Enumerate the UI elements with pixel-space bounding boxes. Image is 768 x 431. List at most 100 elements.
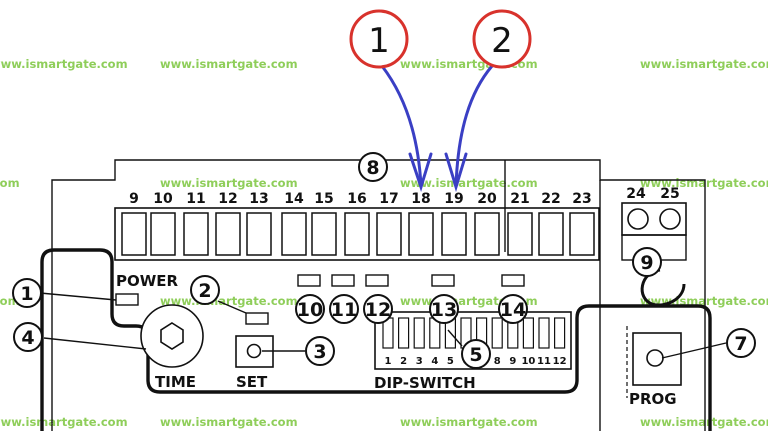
terminal-label-11: 11 bbox=[186, 191, 205, 207]
terminal-slot-23 bbox=[569, 212, 595, 256]
led-12 bbox=[365, 274, 389, 287]
arrowhead-18 bbox=[408, 152, 433, 192]
terminal-slot-9 bbox=[121, 212, 147, 256]
dip-switch-12 bbox=[553, 317, 566, 349]
terminal-label-9: 9 bbox=[129, 191, 139, 207]
terminal-label-12: 12 bbox=[218, 191, 237, 207]
dip-switch-11 bbox=[538, 317, 550, 349]
terminal-slot-12 bbox=[215, 212, 241, 256]
terminal-label-20: 20 bbox=[477, 191, 497, 207]
set-led bbox=[245, 312, 269, 325]
dip-number-12: 12 bbox=[553, 356, 567, 367]
dip-number-1: 1 bbox=[385, 356, 392, 367]
terminal-label-15: 15 bbox=[314, 191, 333, 207]
callout-10: 10 bbox=[295, 294, 325, 324]
dip-switch-10 bbox=[522, 317, 535, 349]
terminal-label-22: 22 bbox=[541, 191, 560, 207]
callout-12: 12 bbox=[363, 294, 393, 324]
svg-text:11: 11 bbox=[331, 299, 357, 321]
callout-3: 3 bbox=[305, 336, 335, 366]
svg-text:8: 8 bbox=[366, 157, 379, 179]
terminal-label-10: 10 bbox=[153, 191, 173, 207]
terminal-label-21: 21 bbox=[510, 191, 529, 207]
terminal-label-18: 18 bbox=[411, 191, 430, 207]
led-13 bbox=[431, 274, 455, 287]
dip-switch-label: DIP-SWITCH bbox=[374, 374, 476, 392]
dip-number-2: 2 bbox=[400, 356, 407, 367]
svg-text:2: 2 bbox=[491, 21, 513, 61]
svg-text:3: 3 bbox=[313, 341, 326, 363]
callout-8: 8 bbox=[358, 152, 388, 182]
dip-number-11: 11 bbox=[537, 356, 551, 367]
terminal-strip bbox=[114, 207, 600, 261]
watermark: www.ismartgate.com bbox=[0, 415, 128, 429]
dip-number-9: 9 bbox=[509, 356, 516, 367]
arrowhead-19 bbox=[444, 152, 468, 193]
svg-text:5: 5 bbox=[469, 344, 482, 366]
watermark: www.ismartgate.com bbox=[0, 176, 20, 190]
callout-9: 9 bbox=[632, 247, 662, 277]
led-10 bbox=[297, 274, 321, 287]
marker-1: 1 bbox=[349, 9, 409, 69]
callout-1: 1 bbox=[12, 278, 42, 308]
terminal-slot-19 bbox=[441, 212, 467, 256]
prog-button bbox=[626, 326, 682, 398]
terminal-label-14: 14 bbox=[284, 191, 304, 207]
leds bbox=[115, 274, 525, 325]
terminal-slot-18 bbox=[408, 212, 434, 256]
svg-text:2: 2 bbox=[198, 280, 211, 302]
dip-switch-8 bbox=[491, 317, 503, 349]
watermark: www.ismartgate.com bbox=[160, 176, 298, 190]
svg-text:1: 1 bbox=[20, 283, 33, 305]
terminal-slot-13 bbox=[246, 212, 272, 256]
potentiometer-knob bbox=[160, 322, 184, 350]
watermark: www.ismartgate.com bbox=[160, 415, 298, 429]
svg-text:1: 1 bbox=[368, 21, 390, 61]
led-11 bbox=[331, 274, 355, 287]
watermark: www.ismartgate.com bbox=[640, 176, 768, 190]
callout-13: 13 bbox=[429, 294, 459, 324]
terminal-slot-14 bbox=[281, 212, 307, 256]
watermark: www.ismartgate.com bbox=[160, 57, 298, 71]
callout-7: 7 bbox=[726, 328, 756, 358]
dip-number-10: 10 bbox=[521, 356, 535, 367]
time-potentiometer bbox=[140, 304, 204, 368]
terminal-label-17: 17 bbox=[379, 191, 398, 207]
terminal-screw-24 bbox=[627, 208, 649, 230]
led-14 bbox=[501, 274, 525, 287]
terminal-slot-21 bbox=[507, 212, 533, 256]
svg-text:13: 13 bbox=[431, 299, 457, 321]
terminal-slot-22 bbox=[538, 212, 564, 256]
terminal-slot-11 bbox=[183, 212, 209, 256]
terminal-label-23: 23 bbox=[572, 191, 591, 207]
terminal-slot-17 bbox=[376, 212, 402, 256]
terminal-slot-16 bbox=[344, 212, 370, 256]
arrow-to-terminal-18 bbox=[380, 64, 423, 188]
terminal-label-19: 19 bbox=[444, 191, 463, 207]
watermark: www.ismartgate.com bbox=[0, 57, 128, 71]
terminal-slot-15 bbox=[311, 212, 337, 256]
watermark: www.ismartgate.com bbox=[640, 415, 768, 429]
watermark: www.ismartgate.com bbox=[400, 176, 538, 190]
terminal-label-13: 13 bbox=[249, 191, 268, 207]
board-outline bbox=[40, 159, 712, 431]
callout-5: 5 bbox=[461, 339, 491, 369]
svg-text:4: 4 bbox=[21, 327, 34, 349]
power-led bbox=[115, 293, 139, 306]
dip-switch-2 bbox=[398, 317, 410, 349]
time-label: TIME bbox=[155, 373, 196, 391]
wiring-arrows bbox=[380, 64, 494, 193]
watermarks: www.ismartgate.com www.ismartgate.com ww… bbox=[0, 57, 768, 429]
dip-number-8: 8 bbox=[494, 356, 501, 367]
svg-text:7: 7 bbox=[734, 333, 747, 355]
terminal-label-25: 25 bbox=[660, 186, 679, 202]
marker-2: 2 bbox=[472, 9, 532, 69]
terminal-label-24: 24 bbox=[626, 186, 646, 202]
callout-11: 11 bbox=[329, 294, 359, 324]
set-button bbox=[235, 335, 274, 368]
dip-number-5: 5 bbox=[447, 356, 454, 367]
callouts: 1 2 3 4 5 7 8 9 bbox=[12, 152, 756, 369]
dip-number-4: 4 bbox=[431, 356, 438, 367]
